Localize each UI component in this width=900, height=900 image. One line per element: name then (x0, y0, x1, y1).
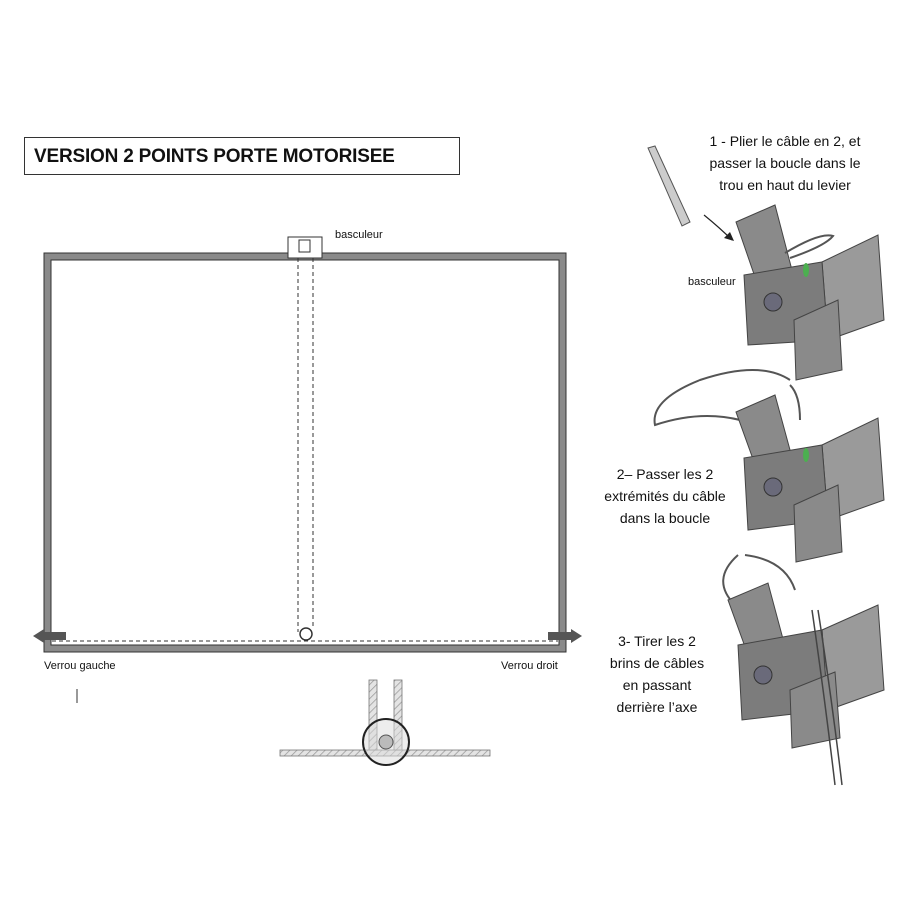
title-box: VERSION 2 POINTS PORTE MOTORISEE (24, 137, 460, 175)
basculeur-step-label: basculeur (688, 276, 736, 288)
right-lock-arrow-icon (548, 629, 582, 643)
diagram-title: VERSION 2 POINTS PORTE MOTORISEE (34, 146, 395, 167)
basculeur-box (287, 236, 323, 259)
left-lock-label: Verrou gauche (44, 660, 116, 672)
step-2-line: extrémités du câble (604, 488, 726, 504)
step-3-line: 3- Tirer les 2 (618, 633, 696, 649)
step-3-line: en passant (622, 677, 692, 693)
step-1-line: 1 - Plier le câble en 2, et (709, 133, 861, 149)
pivot-circle (299, 627, 313, 641)
step-1-line: passer la boucle dans le (709, 155, 861, 171)
step-2-line: dans la boucle (619, 510, 711, 526)
right-lock-label: Verrou droit (501, 660, 558, 672)
bracket-illustration-1 (647, 145, 885, 381)
step-2-instructions: 2– Passer les 2 extrémités du câble dans… (595, 463, 735, 529)
pivot-detail (279, 679, 491, 766)
step-1-instructions: 1 - Plier le câble en 2, et passer la bo… (700, 130, 870, 196)
step-2-line: 2– Passer les 2 (616, 466, 714, 482)
bracket-illustration-2 (653, 369, 885, 563)
step-3-line: brins de câbles (609, 655, 705, 671)
left-lock-arrow-icon (33, 629, 66, 643)
bracket-illustration-3 (722, 554, 885, 786)
basculeur-label: basculeur (335, 229, 383, 241)
door-frame (43, 252, 567, 653)
step-3-line: derrière l’axe (616, 699, 698, 715)
step-3-instructions: 3- Tirer les 2 brins de câbles en passan… (592, 630, 722, 718)
step-1-line: trou en haut du levier (719, 177, 851, 193)
vertical-rod (297, 258, 314, 632)
